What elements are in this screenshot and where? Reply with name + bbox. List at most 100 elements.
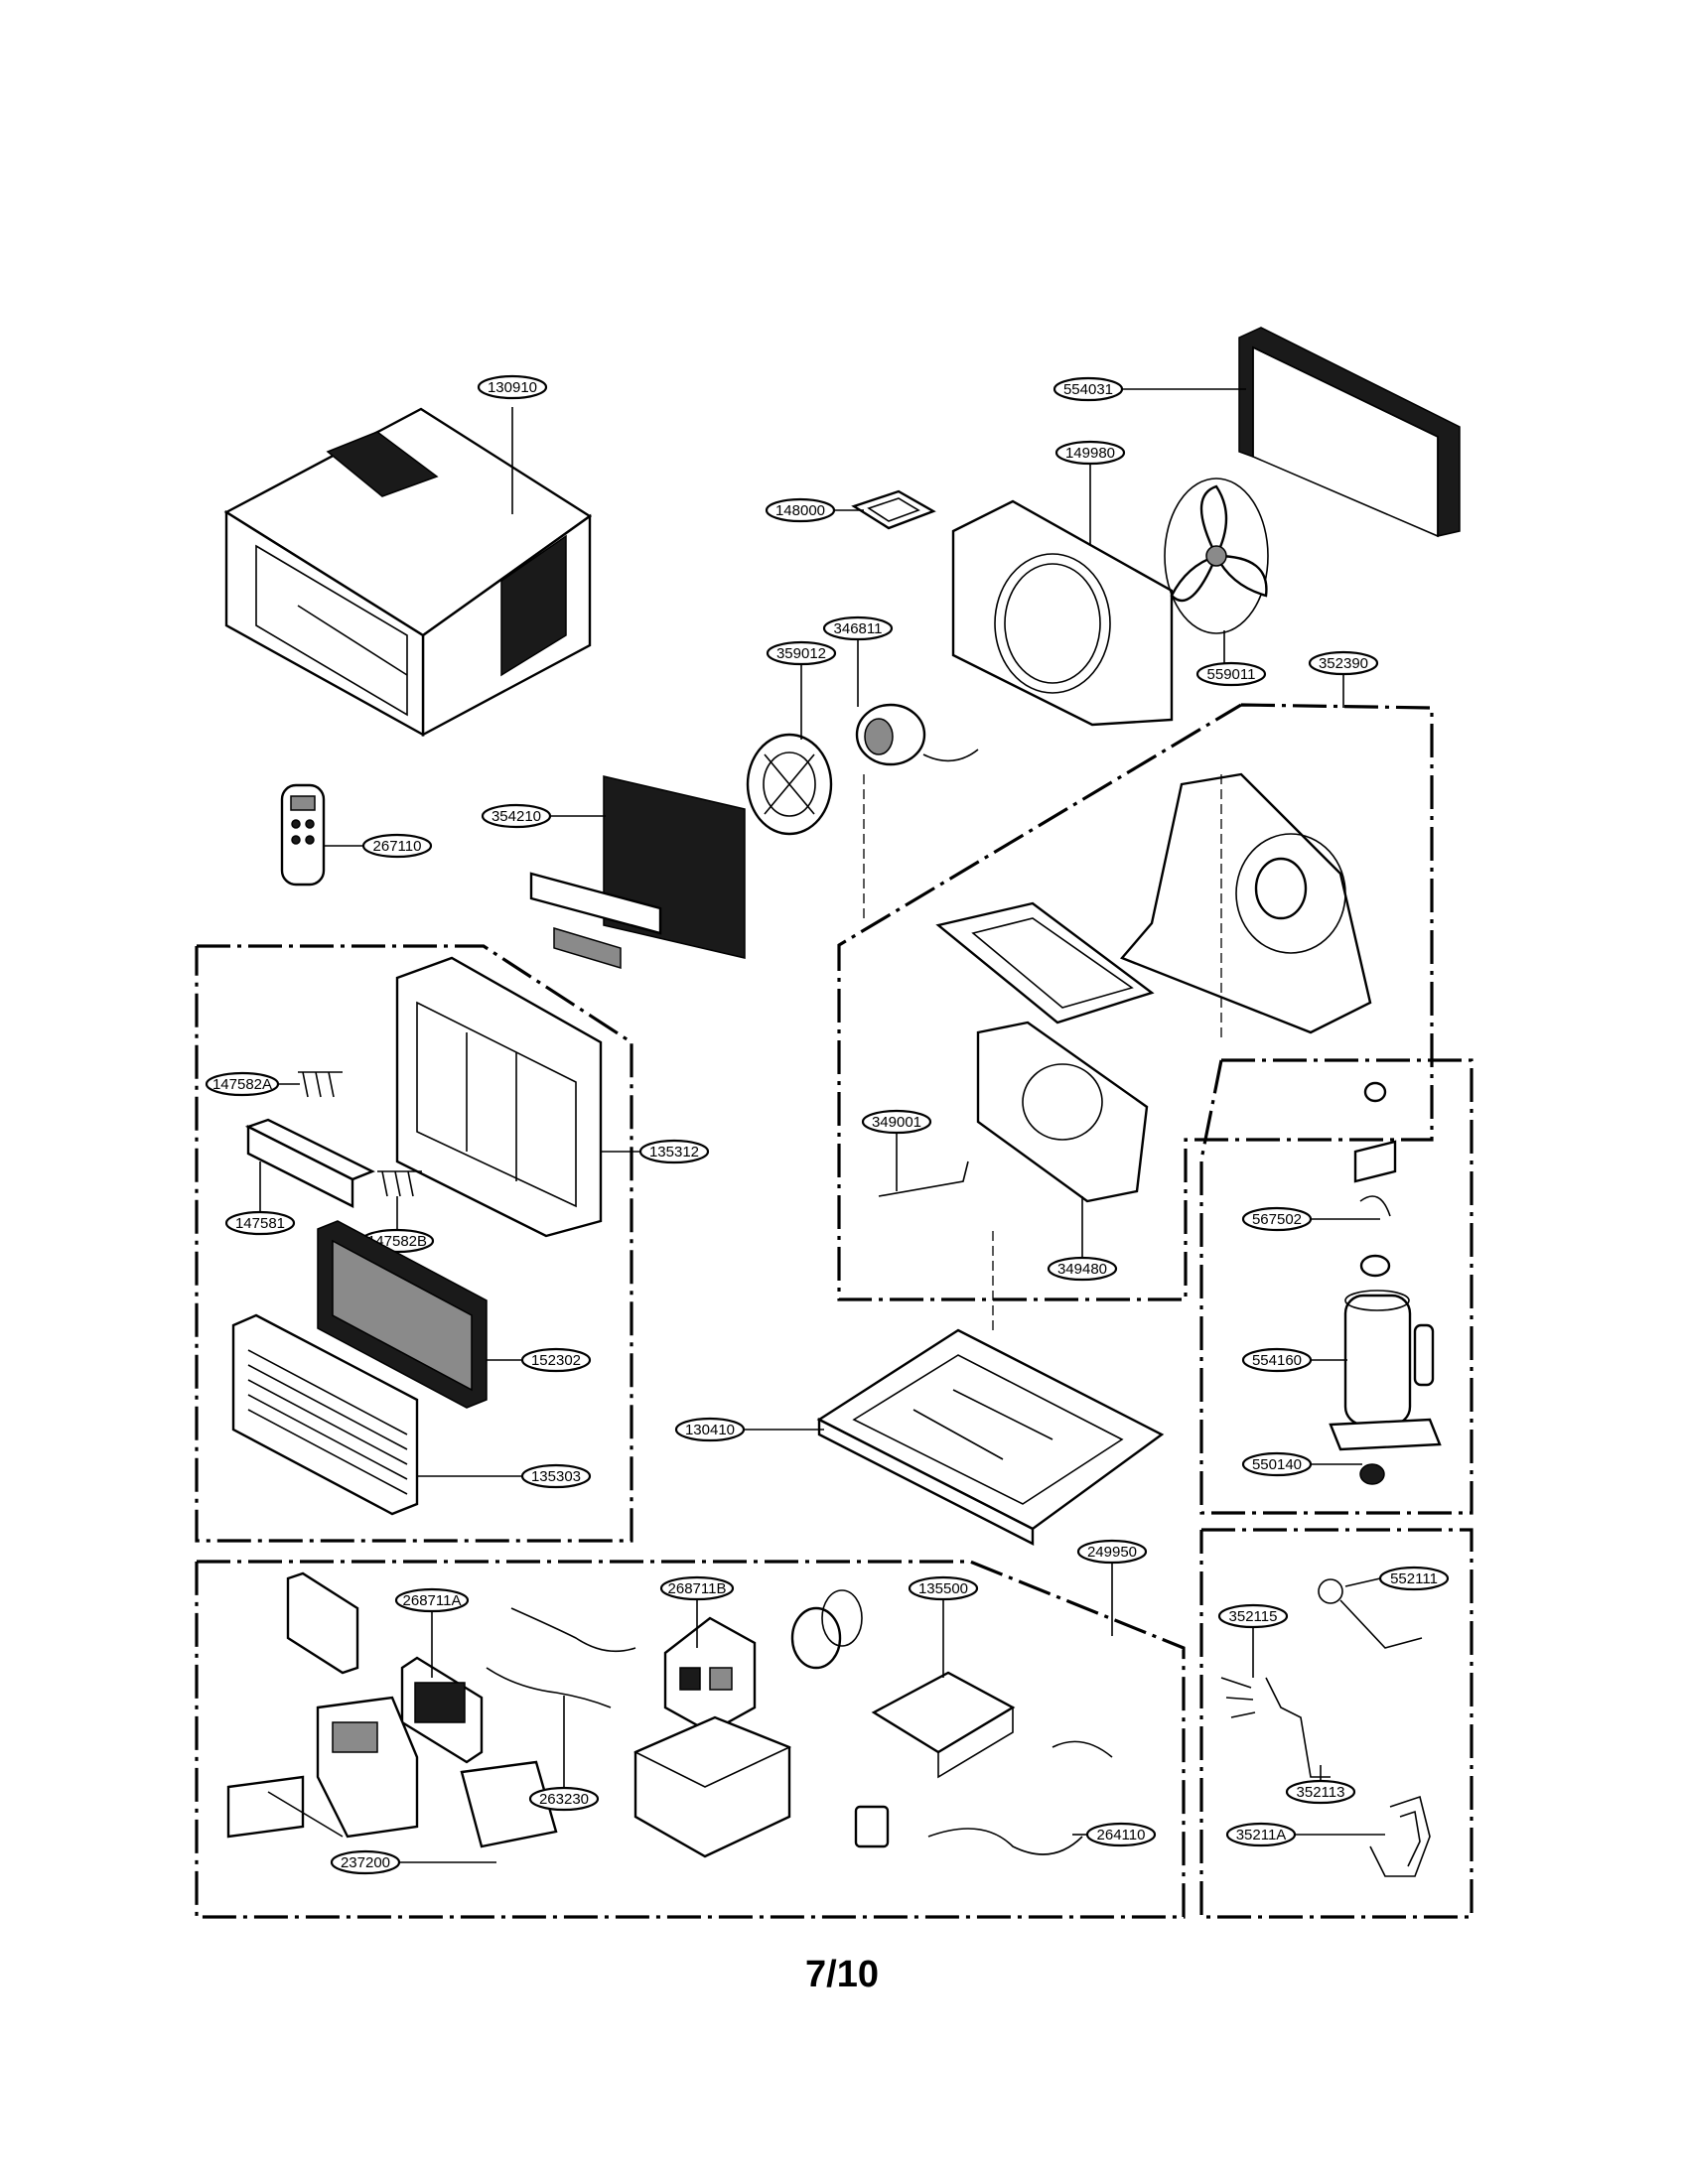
control-panel-icon	[226, 1696, 558, 1848]
callout-550140: 550140	[1241, 1451, 1313, 1477]
svg-text:552111: 552111	[1390, 1570, 1438, 1587]
wire-harness-icon	[486, 1607, 636, 1708]
svg-text:267110: 267110	[373, 838, 422, 855]
motor-icon	[855, 703, 979, 766]
svg-text:268711A: 268711A	[403, 1592, 462, 1609]
frame-refrigerant-pipes	[1199, 1528, 1474, 1919]
callout-554160: 554160	[1241, 1347, 1313, 1373]
svg-text:352115: 352115	[1229, 1608, 1278, 1625]
condenser-coil-icon	[1238, 327, 1461, 538]
svg-text:346811: 346811	[834, 620, 883, 637]
axial-fan-icon	[1164, 478, 1269, 634]
svg-text:135312: 135312	[649, 1144, 699, 1160]
callout-352115: 352115	[1217, 1603, 1289, 1629]
louver-blade-icon	[377, 1170, 422, 1197]
main-pcb-icon	[663, 1616, 757, 1734]
callout-237200: 237200	[330, 1849, 401, 1875]
callout-268711B: 268711B	[659, 1575, 735, 1601]
callout-130410: 130410	[674, 1417, 746, 1442]
callout-147581: 147581	[224, 1210, 296, 1236]
svg-text:249950: 249950	[1087, 1544, 1137, 1561]
louver-blade-icon	[298, 1071, 343, 1098]
callout-567502: 567502	[1241, 1206, 1313, 1232]
callout-249950: 249950	[1076, 1539, 1148, 1565]
callout-354210: 354210	[481, 803, 552, 829]
power-cord-icon	[927, 1740, 1113, 1855]
callout-346811: 346811	[822, 615, 894, 641]
svg-text:152302: 152302	[531, 1352, 581, 1369]
motor-bracket-icon	[851, 489, 936, 530]
callout-152302: 152302	[520, 1347, 592, 1373]
evaporator-coil-icon	[529, 775, 746, 970]
svg-text:130910: 130910	[488, 379, 537, 396]
callout-349001: 349001	[861, 1109, 932, 1135]
svg-text:237200: 237200	[341, 1854, 390, 1871]
display-pcb-icon	[286, 1571, 484, 1764]
svg-text:263230: 263230	[539, 1791, 589, 1808]
page-number: 7/10	[805, 1954, 879, 1995]
svg-text:130410: 130410	[685, 1422, 735, 1438]
svg-text:135303: 135303	[531, 1468, 581, 1485]
svg-text:354210: 354210	[491, 808, 541, 825]
louver-bar-icon	[244, 1118, 375, 1208]
svg-text:567502: 567502	[1252, 1211, 1302, 1228]
control-box-icon	[633, 1715, 792, 1858]
pipe-icon	[1220, 1578, 1431, 1877]
callout-135500: 135500	[908, 1575, 979, 1601]
capacitor-icon	[790, 1589, 863, 1670]
callout-135303: 135303	[520, 1463, 592, 1489]
callout-264110: 264110	[1085, 1822, 1157, 1847]
frame-blower-assembly	[837, 703, 1434, 1301]
callout-552111: 552111	[1378, 1566, 1450, 1591]
callout-149980: 149980	[1054, 440, 1126, 466]
svg-text:147581: 147581	[235, 1215, 285, 1232]
front-grille-icon	[231, 1313, 419, 1516]
svg-text:550140: 550140	[1252, 1456, 1302, 1473]
compressor-parts-icon	[1353, 1081, 1397, 1217]
fan-shroud-icon	[951, 499, 1174, 727]
svg-text:264110: 264110	[1097, 1827, 1146, 1843]
svg-text:135500: 135500	[918, 1580, 968, 1597]
callout-359012: 359012	[766, 640, 837, 666]
thermistor-icon	[878, 1160, 969, 1197]
callout-130910: 130910	[477, 374, 548, 400]
remote-control-icon	[280, 783, 326, 887]
callout-352390: 352390	[1308, 650, 1379, 676]
callout-35211A: 35211A	[1225, 1822, 1297, 1847]
cabinet-icon	[223, 407, 593, 738]
svg-text:554031: 554031	[1063, 381, 1113, 398]
front-frame-icon	[395, 956, 603, 1238]
svg-text:559011: 559011	[1207, 666, 1256, 683]
callout-268711A: 268711A	[394, 1587, 470, 1613]
frame-electrical	[195, 1560, 1186, 1919]
callout-135312: 135312	[638, 1139, 710, 1164]
compressor-icon	[1329, 1254, 1442, 1485]
relay-icon	[854, 1805, 890, 1848]
svg-text:349001: 349001	[872, 1114, 921, 1131]
svg-text:35211A: 35211A	[1236, 1827, 1287, 1843]
callout-263230: 263230	[528, 1786, 600, 1812]
fan-icon	[746, 733, 833, 836]
svg-text:147582A: 147582A	[212, 1076, 272, 1093]
orifice-icon	[976, 1021, 1149, 1203]
frame-front-grille	[195, 944, 633, 1543]
svg-text:352113: 352113	[1297, 1784, 1345, 1801]
callout-147582A: 147582A	[205, 1071, 280, 1097]
callout-148000: 148000	[765, 497, 836, 523]
callout-554031: 554031	[1052, 376, 1124, 402]
callout-352113: 352113	[1285, 1779, 1356, 1805]
svg-text:268711B: 268711B	[668, 1580, 727, 1597]
control-cover-icon	[871, 1671, 1016, 1779]
callout-349480: 349480	[1047, 1256, 1118, 1282]
callout-267110: 267110	[361, 833, 433, 859]
frame-compressor	[1199, 1058, 1474, 1515]
callout-559011: 559011	[1195, 661, 1267, 687]
svg-text:554160: 554160	[1252, 1352, 1302, 1369]
leader-552111	[1344, 1577, 1381, 1587]
svg-text:148000: 148000	[775, 502, 825, 519]
svg-text:359012: 359012	[776, 645, 826, 662]
base-pan-icon	[816, 1328, 1165, 1546]
air-guide-icon	[935, 901, 1155, 1024]
svg-text:352390: 352390	[1319, 655, 1368, 672]
